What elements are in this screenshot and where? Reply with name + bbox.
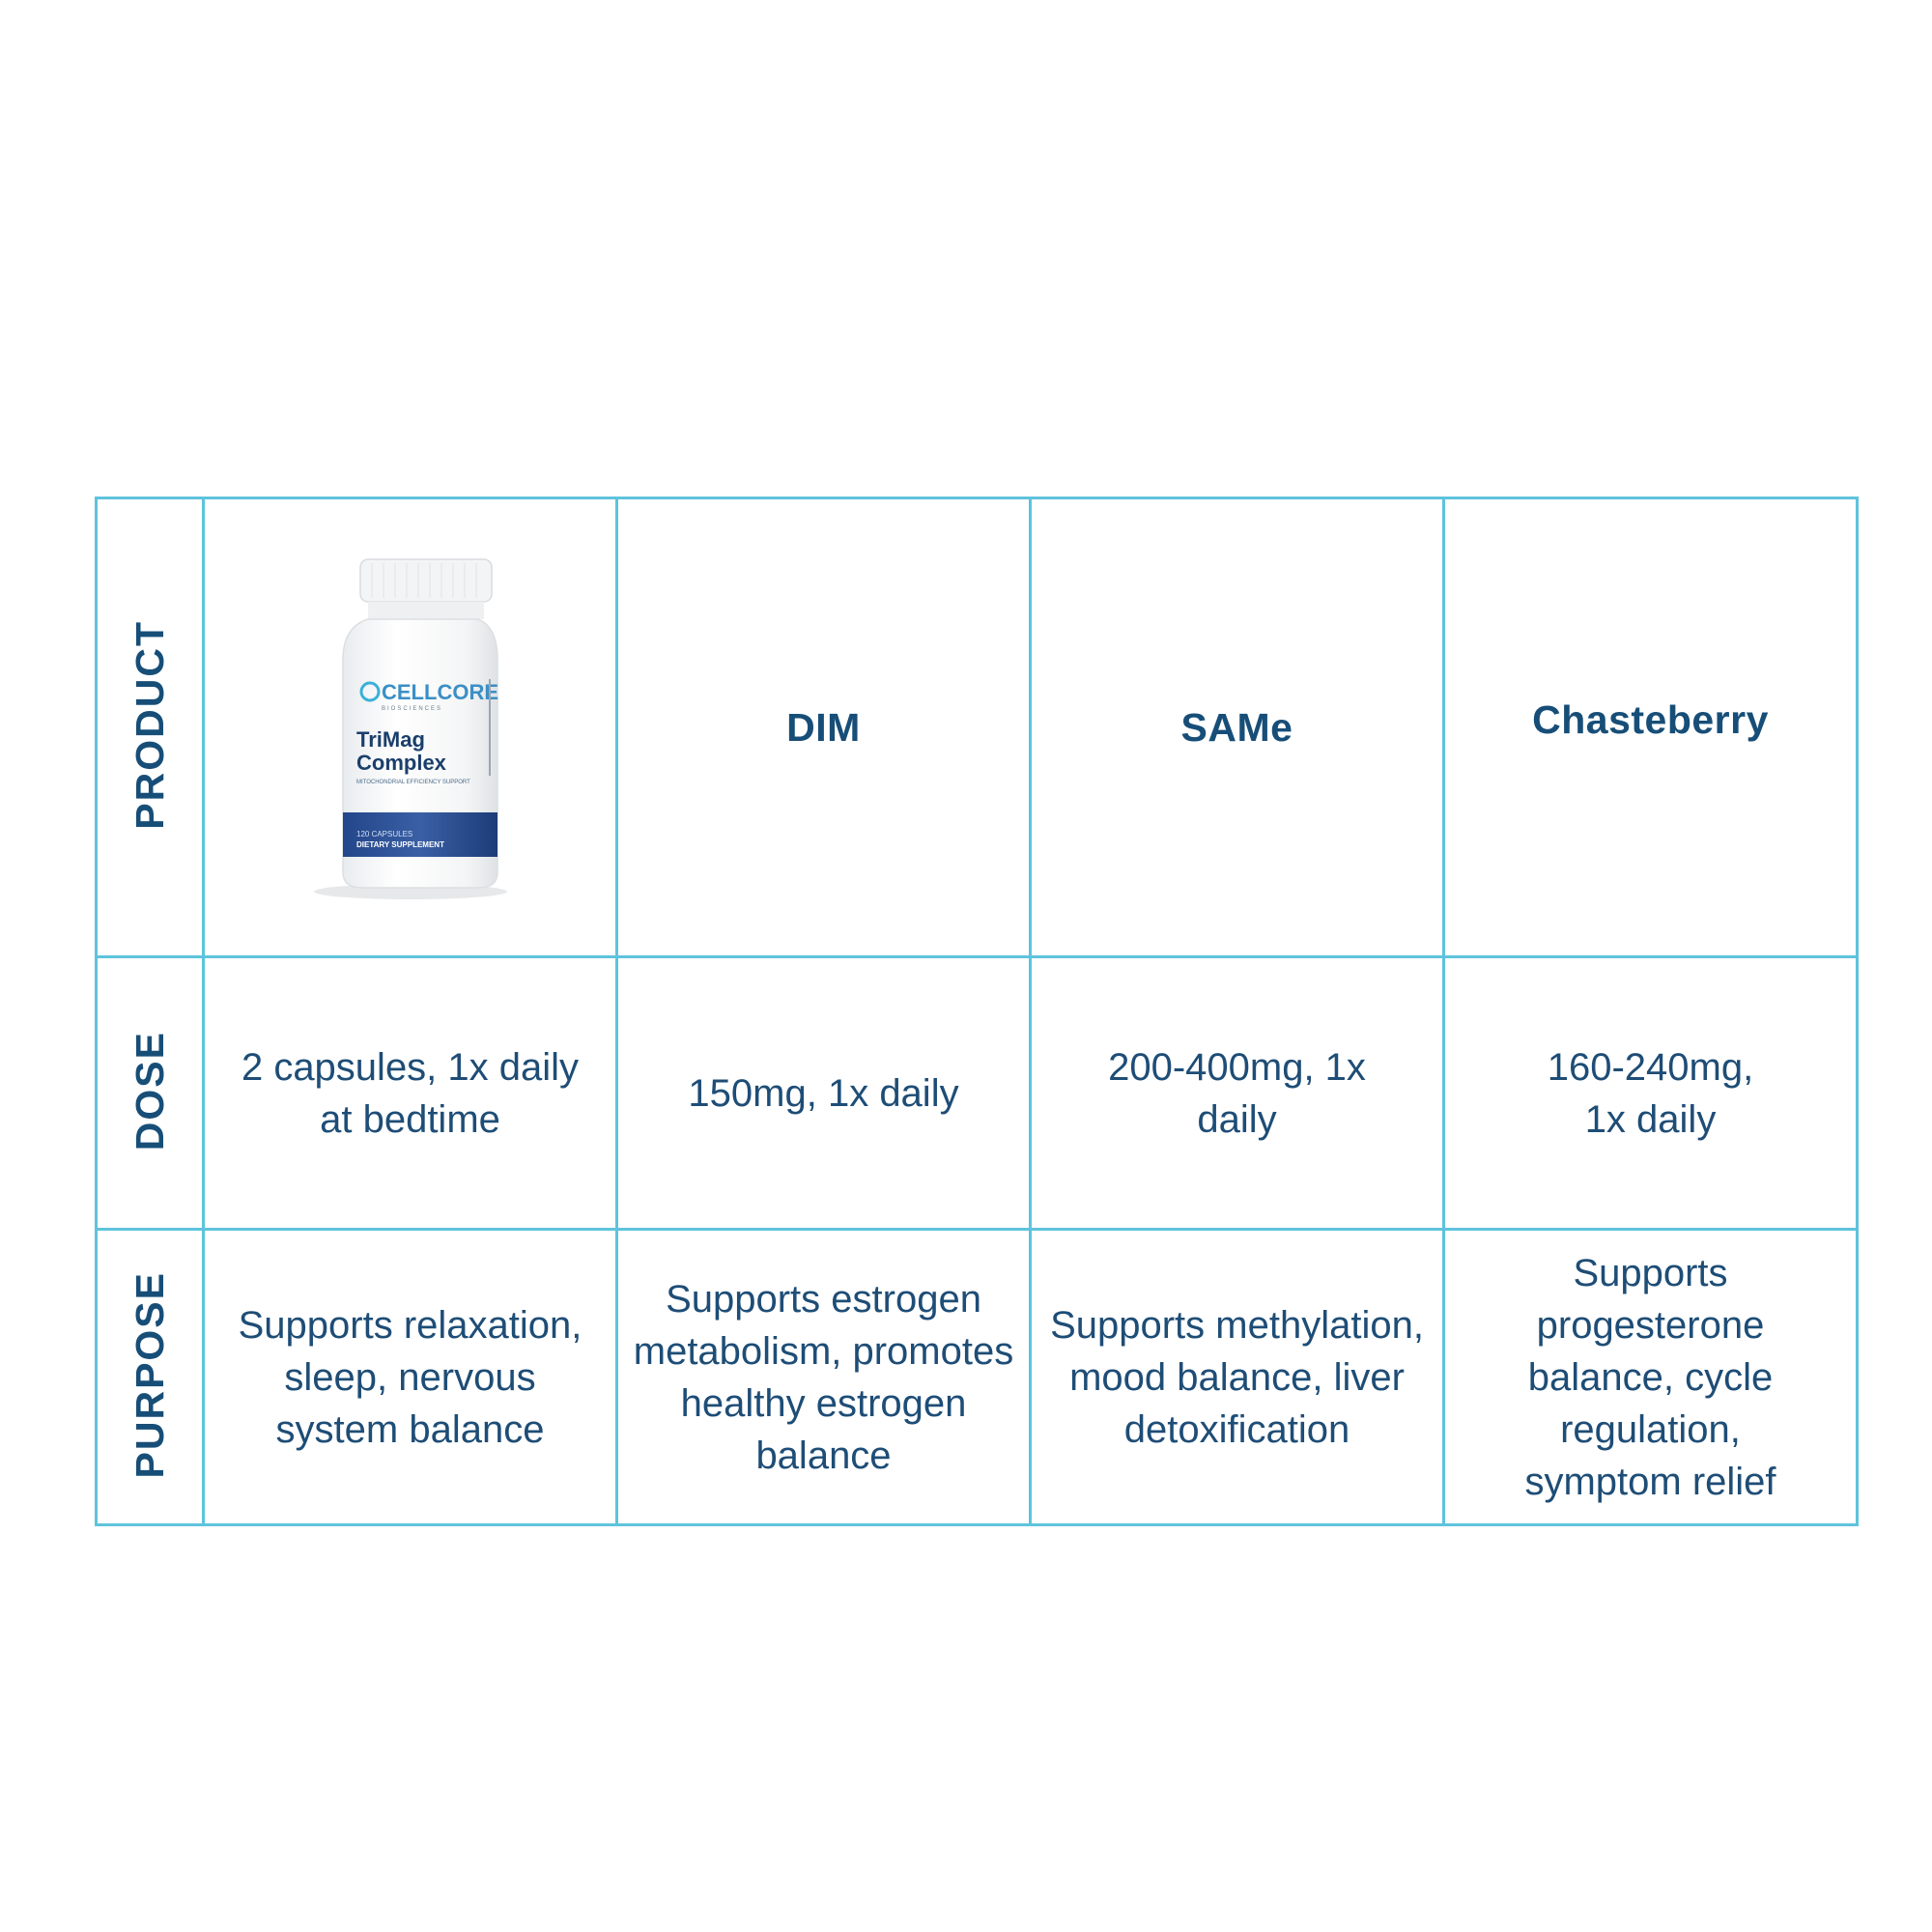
purpose-cell-trimag: Supports relaxation, sleep, nervous syst… bbox=[202, 1228, 618, 1526]
dose-cell-chasteberry: 160-240mg, 1x daily bbox=[1442, 955, 1859, 1231]
comparison-table: PRODUCT bbox=[95, 497, 1859, 1526]
product-row: PRODUCT bbox=[95, 497, 1859, 958]
dose-row: DOSE 2 capsules, 1x daily at bedtime 150… bbox=[95, 955, 1859, 1231]
purpose-same: Supports methylation, mood balance, live… bbox=[1050, 1303, 1424, 1451]
product-name-same: SAMe bbox=[1180, 704, 1293, 750]
product-label: PRODUCT bbox=[127, 620, 172, 830]
purpose-cell-same: Supports methylation, mood balance, live… bbox=[1029, 1228, 1445, 1526]
capsule-count: 120 CAPSULES bbox=[356, 830, 412, 838]
dose-cell-same: 200-400mg, 1x daily bbox=[1029, 955, 1445, 1231]
brand-sub-text: BIOSCIENCES bbox=[382, 706, 442, 712]
purpose-dim: Supports estrogen metabolism, promotes h… bbox=[633, 1277, 1014, 1477]
product-name-dim: DIM bbox=[786, 704, 861, 750]
dose-chasteberry: 160-240mg, 1x daily bbox=[1547, 1045, 1754, 1141]
product-title-line1: TriMag bbox=[356, 727, 425, 752]
dose-cell-dim: 150mg, 1x daily bbox=[615, 955, 1032, 1231]
purpose-trimag: Supports relaxation, sleep, nervous syst… bbox=[238, 1303, 582, 1451]
purpose-chasteberry: Supports progesterone balance, cycle reg… bbox=[1524, 1251, 1776, 1503]
purpose-cell-dim: Supports estrogen metabolism, promotes h… bbox=[615, 1228, 1032, 1526]
product-tagline: MITOCHONDRIAL EFFICIENCY SUPPORT bbox=[356, 780, 470, 785]
purpose-row: PURPOSE Supports relaxation, sleep, nerv… bbox=[95, 1228, 1859, 1526]
product-cell-same: SAMe bbox=[1029, 497, 1445, 958]
dose-row-header: DOSE bbox=[95, 955, 205, 1231]
product-cell-dim: DIM bbox=[615, 497, 1032, 958]
dose-cell-trimag: 2 capsules, 1x daily at bedtime bbox=[202, 955, 618, 1231]
trimag-bottle-image: CELLCORE BIOSCIENCES TriMag Complex MITO… bbox=[205, 554, 615, 901]
dose-trimag: 2 capsules, 1x daily at bedtime bbox=[241, 1045, 580, 1141]
purpose-row-header: PURPOSE bbox=[95, 1228, 205, 1526]
supplement-type: DIETARY SUPPLEMENT bbox=[356, 840, 444, 849]
purpose-cell-chasteberry: Supports progesterone balance, cycle reg… bbox=[1442, 1228, 1859, 1526]
product-name-chasteberry: Chasteberry bbox=[1532, 696, 1769, 742]
dose-same: 200-400mg, 1x daily bbox=[1108, 1045, 1366, 1141]
product-title-line2: Complex bbox=[356, 751, 447, 775]
purpose-label: PURPOSE bbox=[127, 1270, 172, 1479]
dose-dim: 150mg, 1x daily bbox=[688, 1071, 959, 1115]
dose-label: DOSE bbox=[127, 1030, 172, 1151]
product-cell-trimag: CELLCORE BIOSCIENCES TriMag Complex MITO… bbox=[202, 497, 618, 958]
product-cell-chasteberry: Chasteberry bbox=[1442, 497, 1859, 958]
brand-text: CELLCORE bbox=[382, 680, 498, 704]
product-row-header: PRODUCT bbox=[95, 497, 205, 958]
